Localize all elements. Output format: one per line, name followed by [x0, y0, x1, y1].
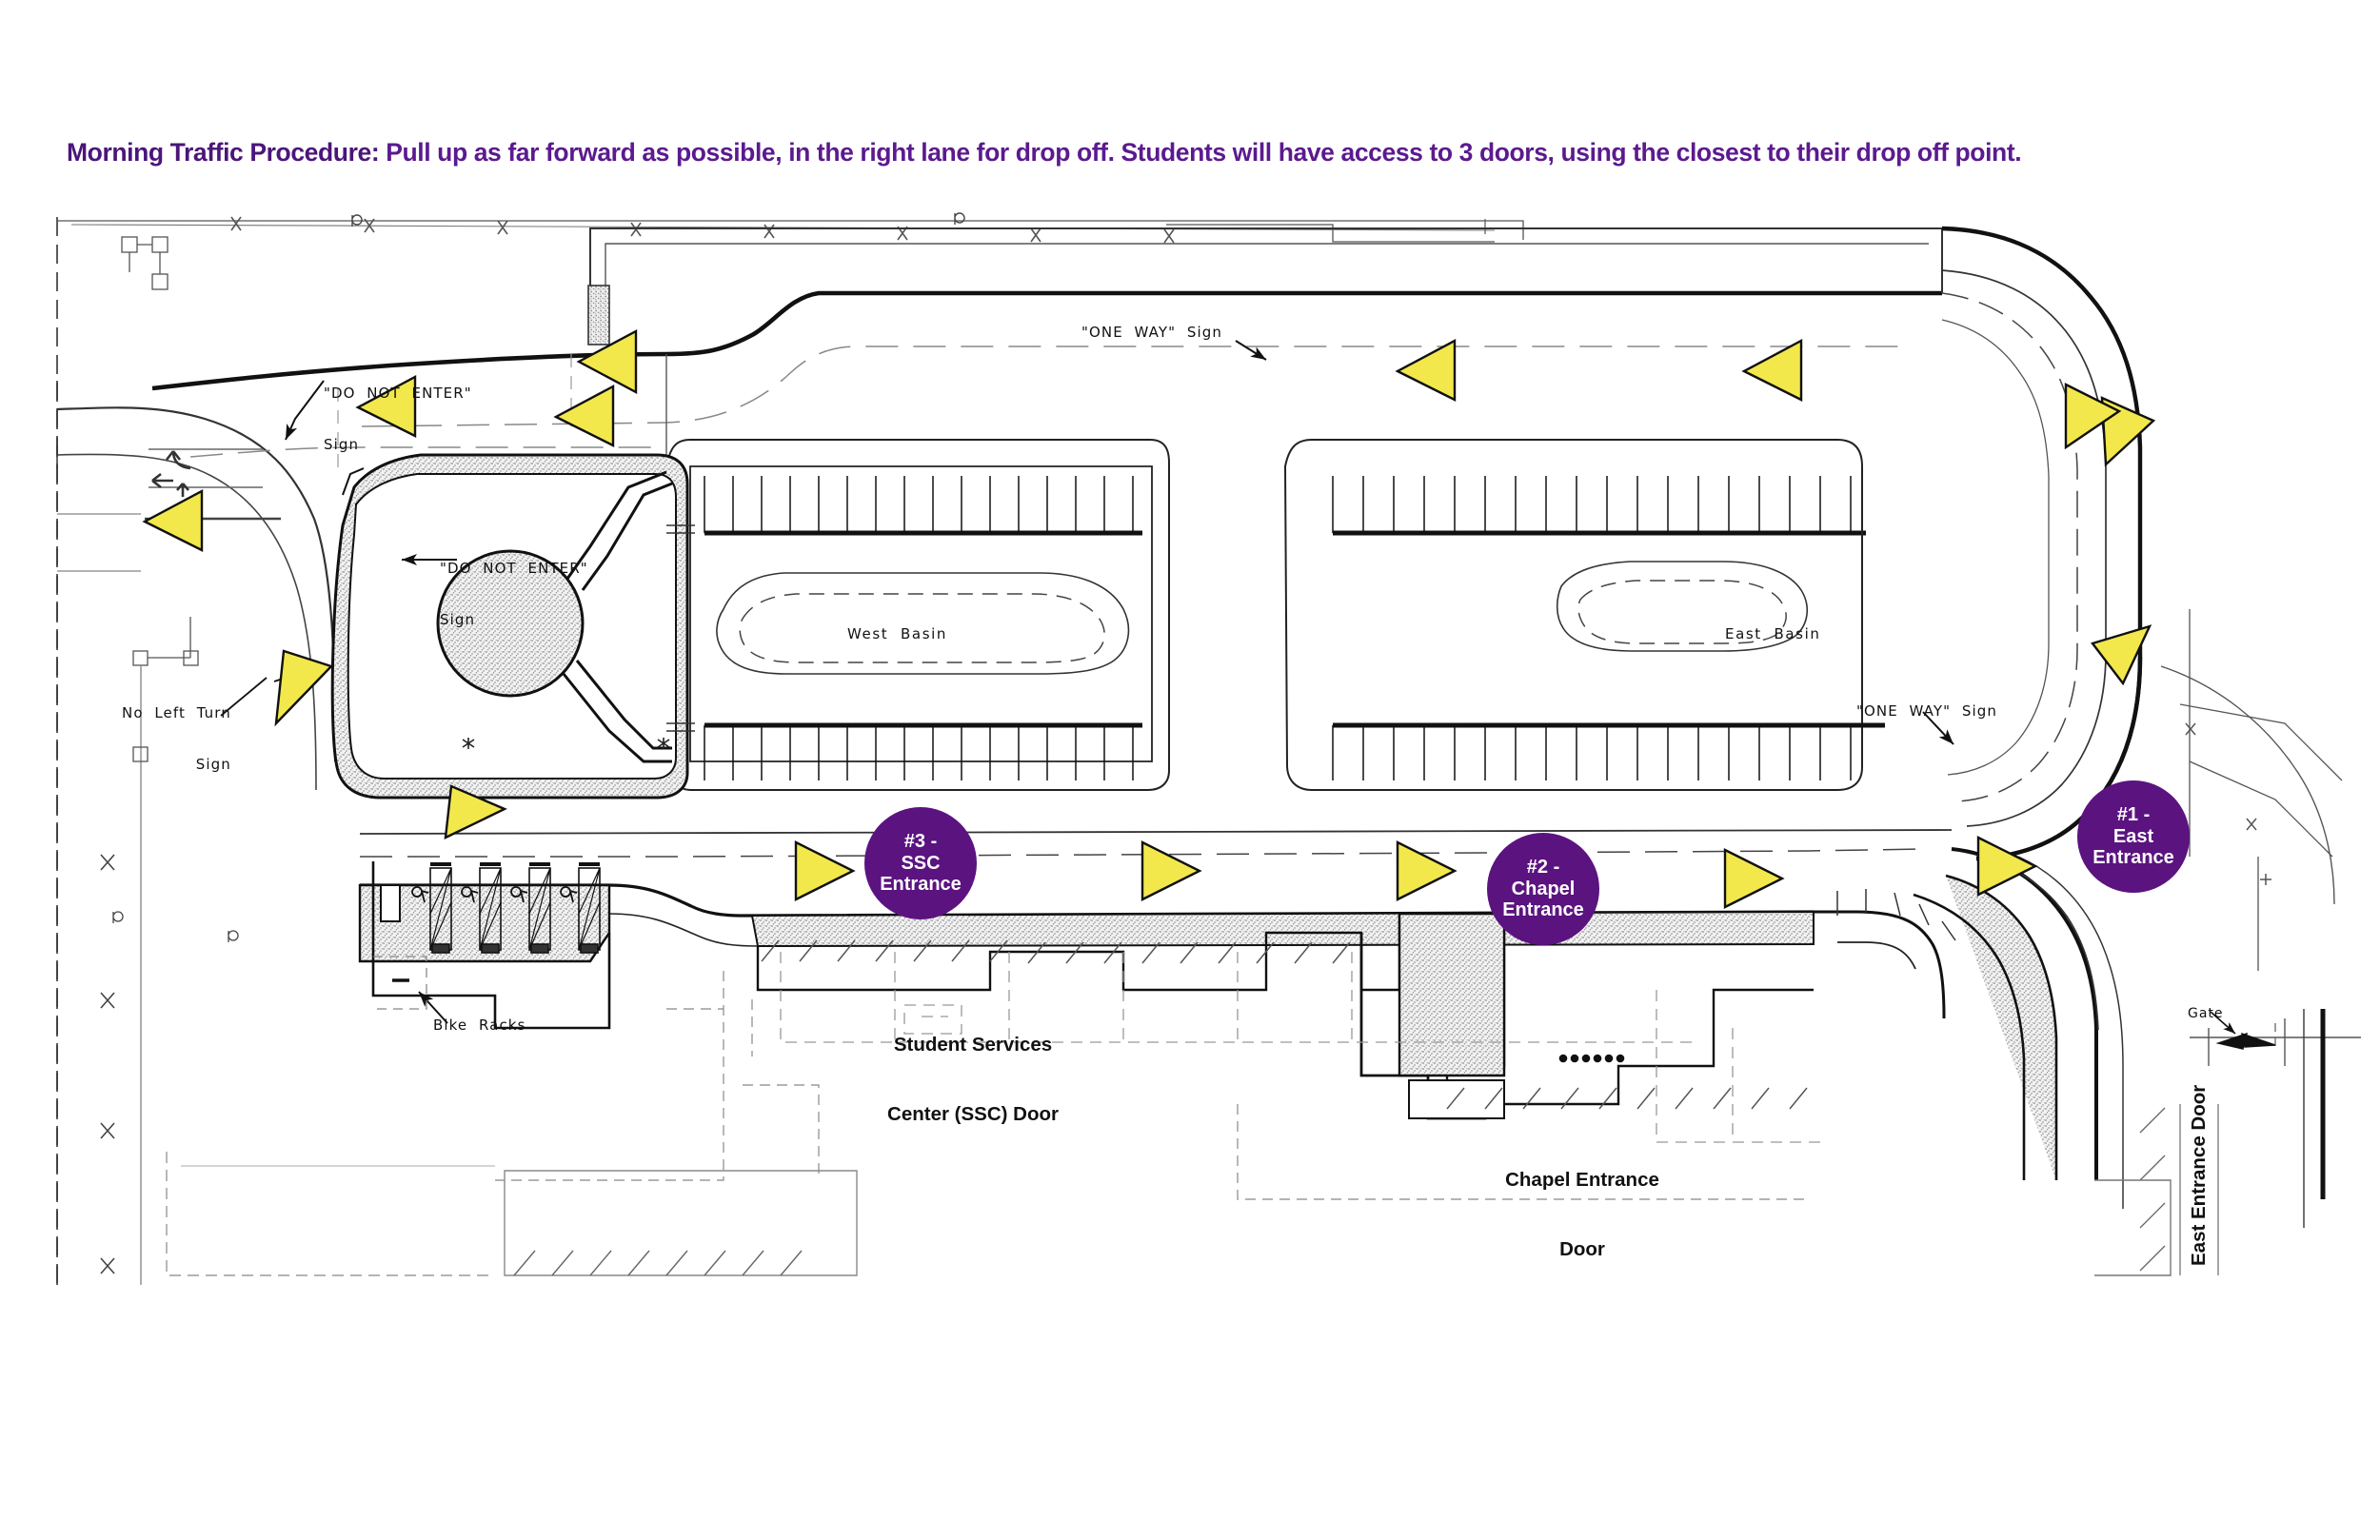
label-one-way-south: "ONE WAY" Sign: [1856, 702, 1997, 720]
label-east-door: East Entrance Door: [2188, 1084, 2210, 1266]
entrance-marker-chapel[interactable]: #2 - Chapel Entrance: [1487, 833, 1599, 945]
title-body: Pull up as far forward as possible, in t…: [379, 138, 2022, 167]
entrance-marker-east[interactable]: #1 - East Entrance: [2077, 780, 2190, 893]
title-lead: Morning Traffic Procedure:: [67, 138, 380, 167]
label-chapel-door: Chapel Entrance Door: [1505, 1169, 1659, 1260]
entrance-marker-ssc-name2: Entrance: [880, 874, 962, 896]
label-do-not-enter-roundabout: "DO NOT ENTER" Sign: [440, 560, 588, 628]
label-ssc-door: Student Services Center (SSC) Door: [887, 1034, 1059, 1125]
label-one-way-north: "ONE WAY" Sign: [1081, 324, 1222, 341]
page-title: Morning Traffic Procedure: Pull up as fa…: [67, 138, 2323, 168]
entrance-marker-chapel-name1: Chapel: [1511, 878, 1576, 899]
label-do-not-enter-north: "DO NOT ENTER" Sign: [324, 385, 472, 453]
entrance-marker-ssc[interactable]: #3 - SSC Entrance: [864, 807, 977, 919]
entrance-marker-chapel-number: #2 -: [1526, 857, 1560, 879]
label-bike-racks: Bike Racks: [433, 1017, 526, 1034]
label-gate: Gate: [2188, 1006, 2224, 1021]
label-west-basin: West Basin: [847, 625, 947, 642]
label-no-left-turn: No Left Turn Sign: [122, 704, 231, 773]
entrance-marker-chapel-name2: Entrance: [1502, 899, 1584, 921]
entrance-marker-ssc-name1: SSC: [901, 852, 941, 874]
entrance-marker-east-number: #1 -: [2116, 804, 2151, 826]
label-east-basin: East Basin: [1725, 625, 1821, 642]
entrance-marker-east-name1: East: [2112, 825, 2154, 847]
entrance-marker-east-name2: Entrance: [2092, 847, 2174, 869]
entrance-marker-ssc-number: #3 -: [903, 831, 938, 853]
